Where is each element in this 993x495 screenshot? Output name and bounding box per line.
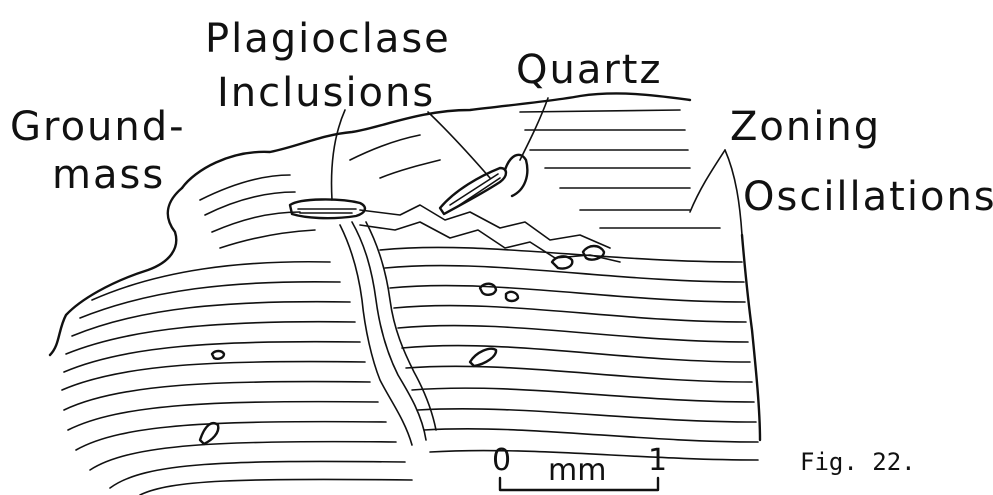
leader-inclusions xyxy=(332,110,345,200)
scale-start: 0 xyxy=(492,443,511,478)
leader-zoning-a xyxy=(690,150,725,212)
label-zoning: Zoning xyxy=(730,104,881,150)
figure-caption: Fig. 22. xyxy=(800,448,916,476)
plagioclase-inclusion xyxy=(290,199,365,218)
label-mass: mass xyxy=(52,152,165,198)
scale-end: 1 xyxy=(648,443,667,478)
leader-quartz-a xyxy=(428,112,490,178)
central-jagged-zone xyxy=(350,135,620,262)
left-zoning-lines xyxy=(62,262,412,495)
label-plagioclase: Plagioclase xyxy=(205,16,451,62)
leader-zoning-b xyxy=(725,150,742,235)
label-inclusions: Inclusions xyxy=(217,70,435,116)
central-channel xyxy=(340,222,436,445)
label-oscillations: Oscillations xyxy=(743,174,993,220)
scale-unit: mm xyxy=(548,453,606,488)
label-quartz: Quartz xyxy=(516,47,662,93)
upper-zoning-lines xyxy=(520,110,720,228)
scale-bar: 0 mm 1 xyxy=(492,443,667,490)
label-ground: Ground- xyxy=(10,104,186,150)
groundmass-region xyxy=(200,175,315,248)
quartz-inclusion xyxy=(440,155,527,214)
right-zoning-lines xyxy=(380,247,758,460)
